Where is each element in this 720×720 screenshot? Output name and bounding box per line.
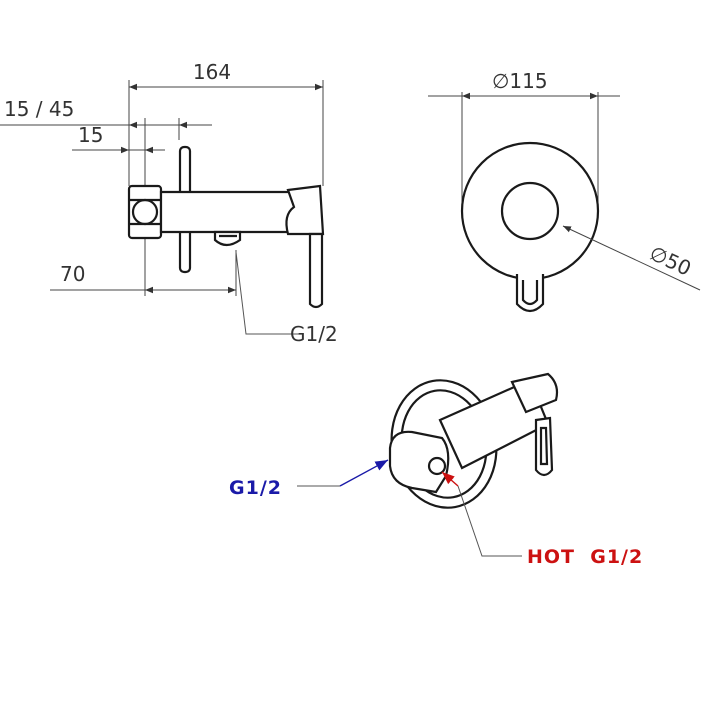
handle-lever-front [515, 274, 545, 313]
dim-plate-diameter: ∅115 [492, 69, 548, 93]
dim-outlet-thread: G1/2 [290, 322, 338, 346]
handle-head [285, 184, 325, 236]
dim-wall-depth: 15 / 45 [4, 97, 74, 121]
iso-handle-head [510, 372, 559, 414]
inlet-port [131, 198, 159, 226]
cold-leader-arrow [339, 459, 389, 487]
dim-overall-length: 164 [193, 60, 231, 84]
iso-handle-lever-inner [539, 426, 549, 466]
outlet-nipple [213, 230, 242, 247]
handle-lever-front-inner [521, 280, 539, 306]
handle-lever-side [308, 232, 324, 309]
front-view: ∅115 ∅50 [428, 69, 701, 313]
dim-line-50 [562, 225, 701, 291]
hot-leader-arrow [441, 471, 459, 487]
dim-inner-diameter: ∅50 [646, 241, 695, 281]
outlet-thread-leader [235, 251, 300, 335]
side-view: 164 15 / 45 15 70 G1/2 [0, 60, 338, 346]
dim-plate-offset: 15 [78, 123, 103, 147]
hot-inlet-label: HOT G1/2 [527, 546, 643, 568]
iso-handle-lever [534, 416, 554, 477]
cold-inlet-label: G1/2 [229, 477, 282, 499]
valve-body [159, 190, 302, 234]
inner-bore [500, 181, 560, 241]
isometric-view: G1/2 HOT G1/2 [229, 372, 643, 568]
dim-outlet-offset: 70 [60, 262, 85, 286]
iso-inlet-block [388, 430, 450, 494]
iso-hot-port [427, 456, 447, 476]
